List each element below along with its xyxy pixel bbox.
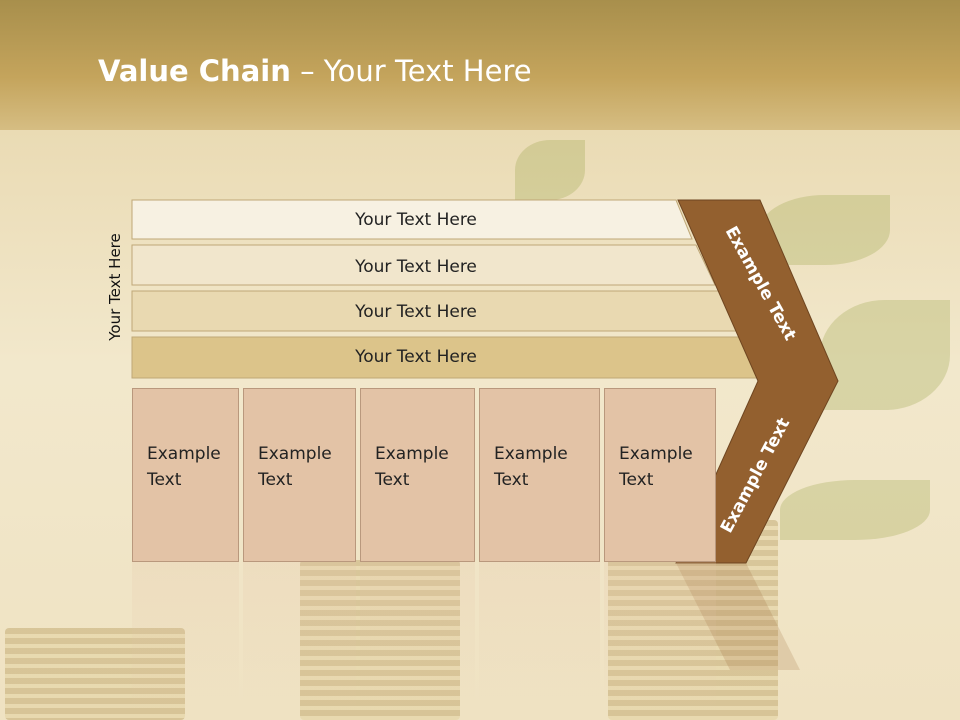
bar-1-label: Your Text Here [354,210,477,230]
box-reflection [479,562,600,712]
header-band [0,0,960,140]
bar-1 [131,199,693,240]
bar-3-label: Your Text Here [354,302,477,322]
coin-stack-decoration [300,560,460,720]
page-title: Value Chain – Your Text Here [98,54,532,88]
bar-2 [131,244,716,286]
bar-4-label: Your Text Here [354,347,477,367]
box-line2: Text [494,470,529,490]
coin-stack-decoration [5,628,185,720]
box-reflection [604,562,716,712]
box-line1: Example [375,444,449,464]
leaf-decoration [820,300,950,410]
box-reflection [243,562,356,712]
chevron-arrow [675,199,839,564]
box-reflection [132,562,239,712]
chevron-reflection [676,563,800,670]
box-line1: Example [258,444,332,464]
box-line2: Text [375,470,410,490]
box-line1: Example [619,444,693,464]
box-reflection [360,562,475,712]
box-line1: Example [494,444,568,464]
box-line2: Text [619,470,654,490]
box-line2: Text [258,470,293,490]
leaf-decoration [780,480,930,540]
leaf-decoration [515,140,585,200]
title-bold: Value Chain [98,54,291,88]
title-rest: – Your Text Here [290,54,532,88]
box-line2: Text [147,470,182,490]
box-line1: Example [147,444,221,464]
bar-2-label: Your Text Here [354,257,477,277]
